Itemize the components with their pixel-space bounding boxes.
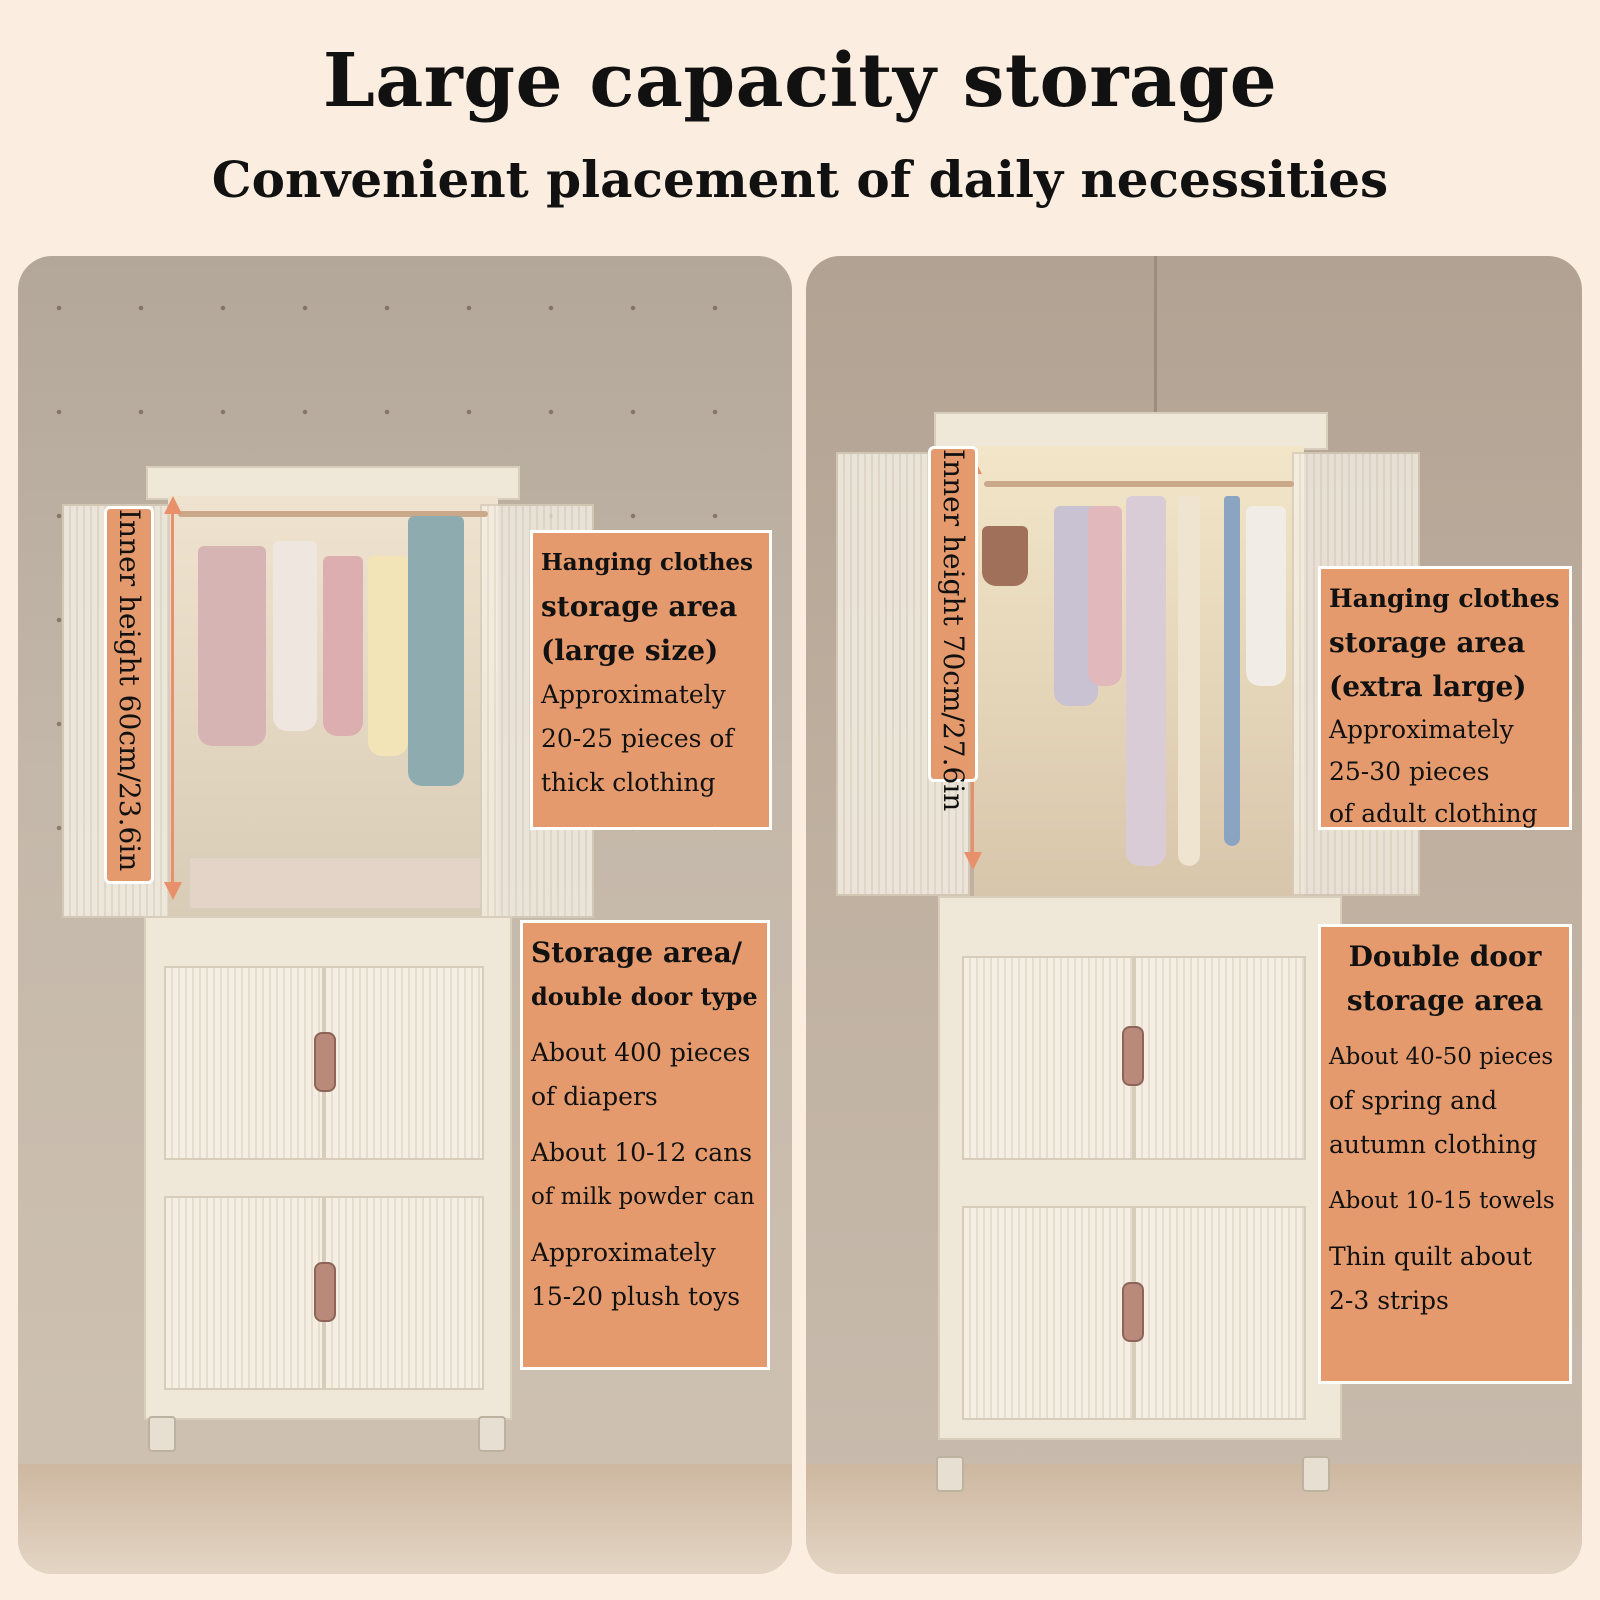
- floral-dress: [1126, 496, 1166, 866]
- right-cabinet-door-2: [1134, 956, 1306, 1160]
- left-cabinet-door-4: [324, 1196, 484, 1390]
- left-dim-arrow-bottom: [164, 882, 182, 900]
- callout-title: Hanging clothes: [1329, 584, 1560, 613]
- left-dim-arrow-top: [164, 496, 182, 514]
- callout-title: (large size): [541, 634, 719, 667]
- cream-coat: [1178, 496, 1200, 866]
- right-storage-callout: Double door storage area About 40-50 pie…: [1318, 924, 1572, 1384]
- left-cabinet-door-3: [164, 1196, 324, 1390]
- callout-line: About 10-15 towels: [1329, 1188, 1555, 1214]
- callout-title: storage area: [541, 590, 738, 623]
- pink-dress: [198, 546, 266, 746]
- right-cabinet-door-3: [962, 1206, 1134, 1420]
- left-hanging-rod: [178, 511, 488, 517]
- left-product-photo: [18, 256, 792, 1574]
- left-caster-1: [148, 1416, 176, 1452]
- white-dress: [273, 541, 317, 731]
- white-shirt: [1246, 506, 1286, 686]
- callout-title: Hanging clothes: [541, 549, 753, 576]
- callout-line: autumn clothing: [1329, 1130, 1538, 1159]
- floor: [806, 1464, 1582, 1574]
- callout-line: of adult clothing: [1329, 799, 1538, 828]
- callout-line: Approximately: [531, 1238, 716, 1267]
- floor: [18, 1464, 792, 1574]
- left-handle-lower: [314, 1262, 336, 1322]
- right-hanging-rod: [984, 481, 1294, 487]
- callout-line: Approximately: [541, 680, 726, 709]
- callout-line: Approximately: [1329, 715, 1514, 744]
- right-wardrobe-top: [934, 412, 1328, 450]
- callout-line: of milk powder can: [531, 1184, 755, 1210]
- left-storage-callout: Storage area/ double door type About 400…: [520, 920, 770, 1370]
- right-handle-upper: [1122, 1026, 1144, 1086]
- callout-line: About 10-12 cans: [531, 1138, 753, 1167]
- right-cabinet-door-4: [1134, 1206, 1306, 1420]
- callout-title: Double door: [1348, 940, 1542, 973]
- left-dim-line: [171, 512, 174, 882]
- right-dim-arrow-bottom: [964, 852, 982, 870]
- callout-line: 25-30 pieces: [1329, 757, 1490, 786]
- left-cabinet-door-1: [164, 966, 324, 1160]
- callout-title: storage area: [1346, 984, 1544, 1017]
- cream-dress: [368, 556, 408, 756]
- right-caster-2: [1302, 1456, 1330, 1492]
- brown-bag: [982, 526, 1028, 586]
- right-hanging-callout: Hanging clothes storage area (extra larg…: [1318, 566, 1572, 830]
- left-wardrobe-top: [146, 466, 520, 500]
- left-handle-upper: [314, 1032, 336, 1092]
- callout-title: (extra large): [1329, 670, 1527, 703]
- callout-line: thick clothing: [541, 768, 716, 797]
- subheadline: Convenient placement of daily necessitie…: [211, 150, 1389, 209]
- pink-shirt: [1088, 506, 1122, 686]
- callout-line: 15-20 plush toys: [531, 1282, 741, 1311]
- right-handle-lower: [1122, 1282, 1144, 1342]
- callout-line: About 400 pieces: [531, 1038, 751, 1067]
- callout-line: of spring and: [1329, 1086, 1498, 1115]
- callout-line: Thin quilt about: [1329, 1242, 1533, 1271]
- left-hanging-callout: Hanging clothes storage area (large size…: [530, 530, 772, 830]
- right-cabinet-door-1: [962, 956, 1134, 1160]
- teal-dress: [408, 516, 464, 786]
- left-inner-height-label: Inner height 60cm/23.6in: [104, 506, 154, 884]
- callout-title: double door type: [531, 982, 758, 1011]
- left-caster-2: [478, 1416, 506, 1452]
- callout-line: About 40-50 pieces: [1329, 1044, 1554, 1070]
- callout-title: storage area: [1329, 626, 1526, 659]
- callout-line: 2-3 strips: [1329, 1286, 1449, 1315]
- right-caster-1: [936, 1456, 964, 1492]
- headline: Large capacity storage: [322, 38, 1278, 124]
- right-inner-height-label: Inner height 70cm/27.6in: [928, 446, 978, 811]
- callout-line: 20-25 pieces of: [541, 724, 734, 753]
- blue-coat: [1224, 496, 1240, 846]
- folded-clothes: [188, 856, 482, 910]
- callout-line: of diapers: [531, 1082, 658, 1111]
- callout-title: Storage area/: [531, 936, 742, 969]
- left-cabinet-door-2: [324, 966, 484, 1160]
- rose-dress: [323, 556, 363, 736]
